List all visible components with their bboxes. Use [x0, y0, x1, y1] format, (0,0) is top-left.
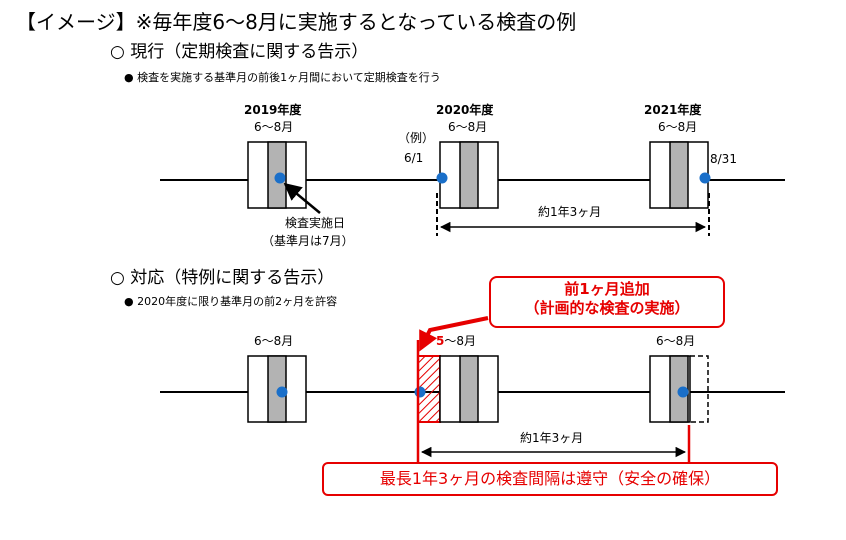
end-date-label: 8/31 — [710, 152, 737, 166]
interval-label-current: 約1年3ヶ月 — [538, 205, 602, 219]
range-label-2020: 6～8月 — [448, 120, 488, 134]
range-label-2021: 6～8月 — [658, 120, 698, 134]
interval-note-text: 最長1年3ヶ月の検査間隔は遵守（安全の確保） — [379, 469, 721, 488]
interval-note-box: 最長1年3ヶ月の検査間隔は遵守（安全の確保） — [322, 462, 778, 496]
special-bullet: ● 2020年度に限り基準月の前2ヶ月を許容 — [124, 295, 338, 308]
range-label-2019: 6～8月 — [254, 120, 294, 134]
callout-pointer-arrow — [419, 316, 489, 352]
year-label-2020: 2020年度 — [436, 103, 494, 117]
callout-line-1: 前1ヶ月追加 — [564, 280, 650, 298]
range-label-special-a: 6～8月 — [254, 334, 294, 348]
start-date-label: 6/1 — [404, 151, 424, 165]
inspection-dot-special-a — [276, 386, 288, 398]
period-box-2021 — [649, 141, 709, 209]
example-label: （例） — [398, 131, 435, 145]
range-label-special-b: 5～8月 — [436, 335, 476, 347]
range-label-special-c: 6～8月 — [656, 334, 696, 348]
period-box-special-b — [417, 355, 499, 423]
period-box-special-a — [247, 355, 307, 423]
inspection-dot-2019 — [274, 172, 286, 184]
base-month-label: （基準月は7月） — [262, 234, 354, 248]
interval-label-special: 約1年3ヶ月 — [520, 431, 584, 445]
year-label-2019: 2019年度 — [244, 103, 302, 117]
range-special-red-month: 5 — [436, 334, 445, 348]
period-box-2020 — [439, 141, 499, 209]
special-heading: ○ 対応（特例に関する告示） — [110, 268, 335, 288]
current-bullet: ● 検査を実施する基準月の前後1ヶ月間において定期検査を行う — [124, 71, 441, 84]
inspection-dot-special-c — [677, 386, 689, 398]
inspection-dot-2021 — [699, 172, 711, 184]
year-label-2021: 2021年度 — [644, 103, 702, 117]
callout-line-2: （計画的な検査の実施） — [524, 298, 690, 317]
inspection-dot-special-b — [414, 386, 426, 398]
current-heading: ○ 現行（定期検査に関する告示） — [110, 42, 369, 62]
inspection-day-label: 検査実施日 — [285, 216, 346, 230]
inspection-day-arrow — [283, 182, 321, 214]
page-title: 【イメージ】※毎年度6～8月に実施するとなっている検査の例 — [16, 10, 577, 34]
extension-callout: 前1ヶ月追加 （計画的な検査の実施） — [489, 276, 725, 328]
range-special-rest: ～8月 — [444, 334, 476, 348]
inspection-dot-2020 — [436, 172, 448, 184]
